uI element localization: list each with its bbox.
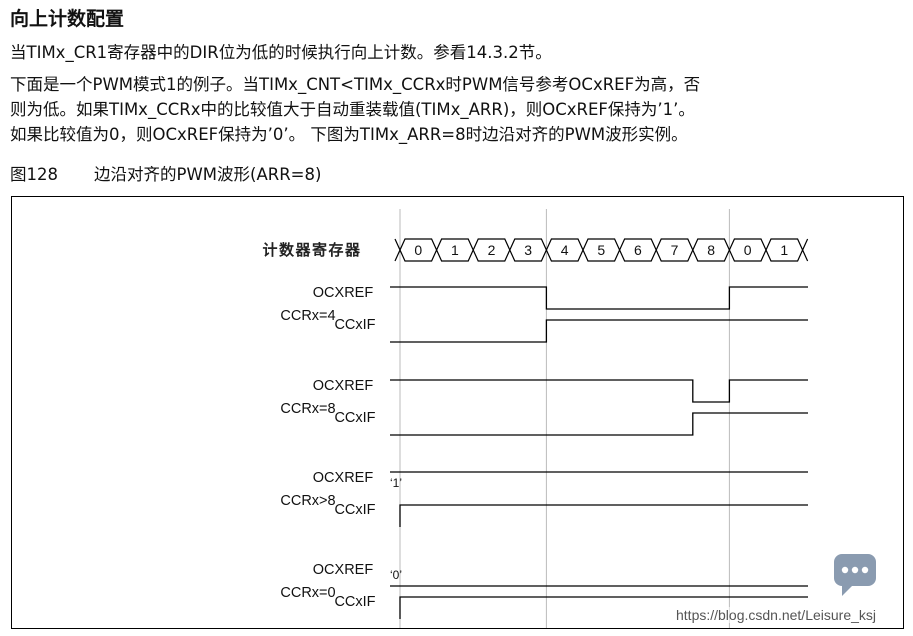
counter-bus-start [394,238,401,262]
counter-value: 2 [488,242,496,258]
counter-bus-end [801,238,809,262]
counter-value: 4 [561,242,569,258]
paragraph-line: 当TIMx_CR1寄存器中的DIR位为低的时候执行向上计数。参看14.3.2节。 [10,43,552,62]
paragraph-pwm-example: 下面是一个PWM模式1的例子。当TIMx_CNT<TIMx_CCRx时PWM信号… [10,72,905,147]
counter-value: 1 [451,242,459,258]
counter-value: 0 [414,242,422,258]
counter-value: 7 [671,242,679,258]
ccxif-label: CCxIF [334,502,375,518]
watermark-url: https://blog.csdn.net/Leisure_ksj [676,607,877,623]
ocxref-waveform [390,286,808,310]
ocxref-waveform [390,379,808,403]
paragraph-line: 则为低。如果TIMx_CCRx中的比较值大于自动重装载值(TIMx_ARR)，则… [10,100,695,119]
ocxref-label: OCXREF [313,285,374,301]
figure-caption: 图128 边沿对齐的PWM波形(ARR=8) [10,161,321,185]
counter-value: 0 [744,242,752,258]
ccxif-waveform [390,412,808,436]
note-value: ‘0’ [390,568,402,582]
counter-value: 1 [780,242,788,258]
note-value: ‘1’ [390,476,402,490]
ccxif-waveform [390,319,808,343]
figure-title: 边沿对齐的PWM波形(ARR=8) [94,165,322,184]
counter-value: 5 [597,242,605,258]
figure-number: 图128 [10,165,58,184]
ocxref-label: OCXREF [313,470,374,486]
counter-value: 3 [524,242,532,258]
group-label-3: CCRx=0 [280,585,335,601]
ocxref-label: OCXREF [313,562,374,578]
ccxif-label: CCxIF [334,317,375,333]
group-label-2: CCRx>8 [280,493,335,509]
paragraph-line: 如果比较值为0，则OCxREF保持为’0’。 下图为TIMx_ARR=8时边沿对… [10,125,688,144]
ccxif-waveform [399,504,808,527]
chat-bubble-icon[interactable] [832,552,878,602]
group-label-0: CCRx=4 [280,308,335,324]
section-title: 向上计数配置 [10,8,125,30]
ccxif-label: CCxIF [334,594,375,610]
counter-value: 8 [707,242,715,258]
ccxif-waveform [399,596,808,619]
ccxif-label: CCxIF [334,410,375,426]
paragraph-up-counting: 当TIMx_CR1寄存器中的DIR位为低的时候执行向上计数。参看14.3.2节。 [10,40,905,65]
paragraph-line: 下面是一个PWM模式1的例子。当TIMx_CNT<TIMx_CCRx时PWM信号… [10,75,701,94]
group-label-1: CCRx=8 [280,401,335,417]
counter-value: 6 [634,242,642,258]
ocxref-label: OCXREF [313,378,374,394]
counter-register-label: 计数器寄存器 [262,241,361,259]
